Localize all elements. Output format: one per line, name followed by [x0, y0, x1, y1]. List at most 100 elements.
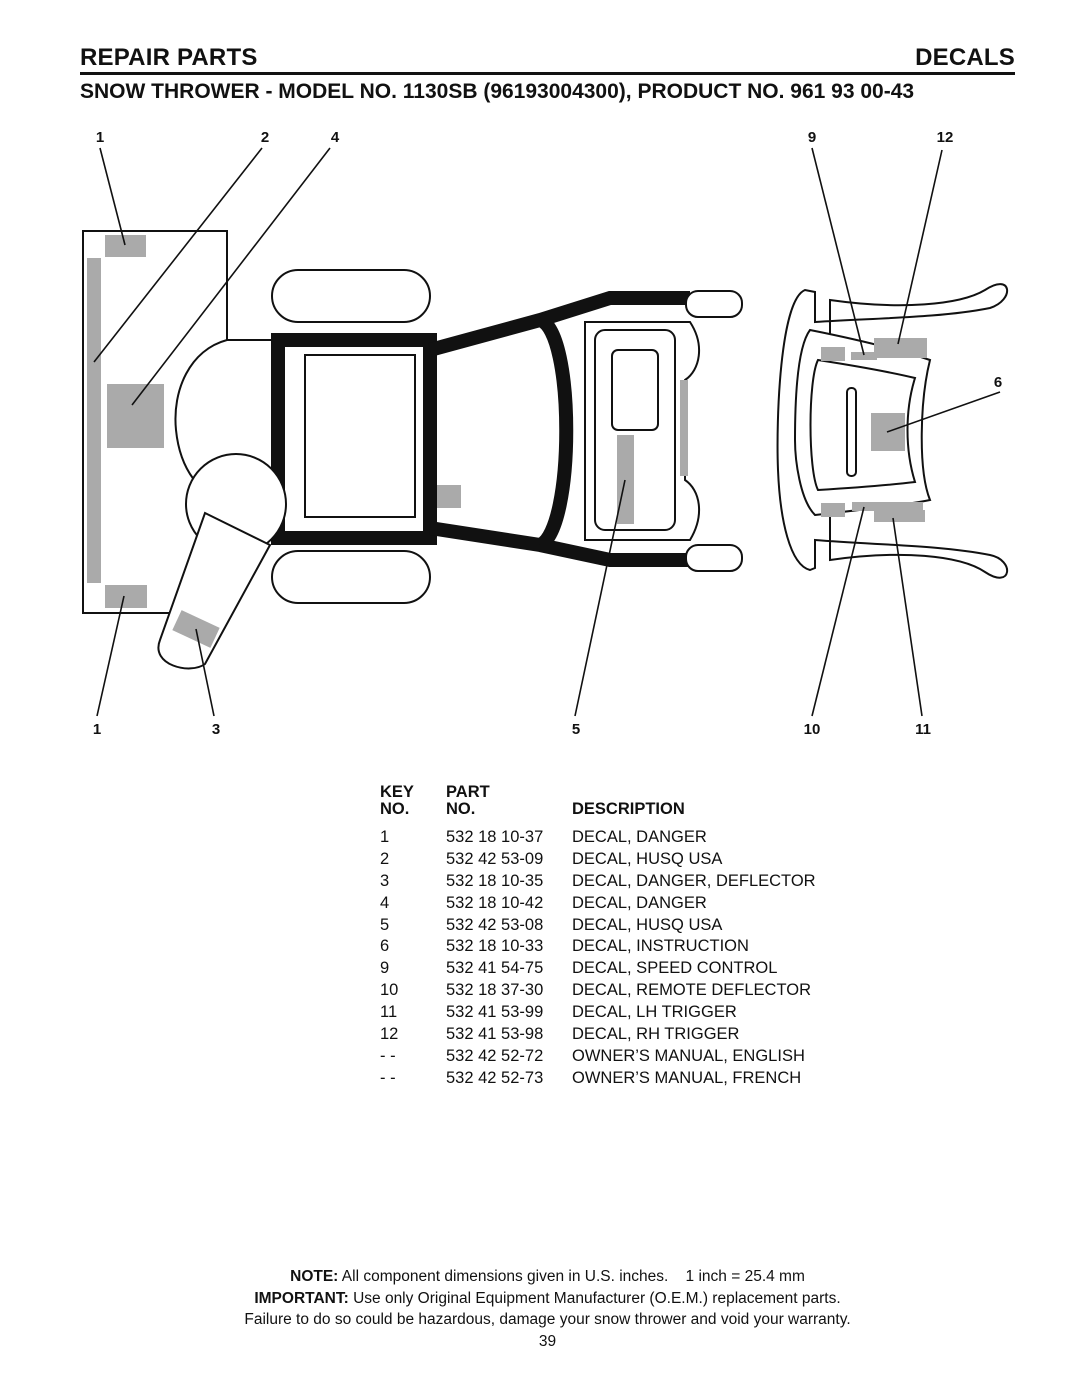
footer-important: IMPORTANT: Use only Original Equipment M… — [0, 1290, 1080, 1308]
callout-6: 6 — [993, 374, 1003, 391]
leader-5 — [574, 479, 626, 717]
decal-1-bottom — [105, 585, 147, 608]
part-header-line1: PART — [446, 783, 490, 801]
page-header-right: DECALS — [915, 44, 1015, 71]
key-cell: 5 — [380, 915, 390, 934]
leader-9 — [811, 147, 865, 356]
rear-left-decal-bottom — [821, 503, 845, 517]
table-row: 6 532 18 10-33 DECAL, INSTRUCTION — [377, 937, 816, 959]
part-cell: 532 42 52-72 — [446, 1046, 544, 1065]
part-cell: 532 42 53-08 — [446, 915, 544, 934]
parts-table-header-row-1: KEY PART — [377, 784, 816, 801]
key-cell: 10 — [380, 981, 399, 1000]
description-cell: DECAL, DANGER, DEFLECTOR — [572, 871, 816, 890]
key-cell: 12 — [380, 1025, 399, 1044]
decal-10 — [852, 502, 923, 511]
key-cell: 1 — [380, 828, 390, 846]
panel-side-decal — [680, 380, 688, 476]
part-cell: 532 42 52-73 — [446, 1068, 544, 1087]
description-cell: DECAL, DANGER — [572, 893, 707, 912]
decal-1-top — [105, 235, 146, 257]
description-cell: DECAL, SPEED CONTROL — [572, 959, 778, 978]
footer-note: NOTE: All component dimensions given in … — [0, 1268, 1080, 1286]
description-header: DESCRIPTION — [572, 800, 685, 818]
table-row: 11 532 41 53-99 DECAL, LH TRIGGER — [377, 1003, 816, 1025]
callout-11: 11 — [915, 721, 931, 738]
chassis-decal — [437, 485, 461, 508]
part-cell: 532 41 53-99 — [446, 1003, 544, 1022]
part-header-line2: NO. — [446, 800, 476, 818]
note-text: All component dimensions given in U.S. i… — [338, 1268, 805, 1285]
description-cell: DECAL, DANGER — [572, 828, 707, 846]
description-cell: DECAL, HUSQ USA — [572, 849, 723, 868]
decal-4 — [107, 384, 164, 448]
description-cell: DECAL, REMOTE DEFLECTOR — [572, 981, 811, 1000]
table-row: 10 532 18 37-30 DECAL, REMOTE DEFLECTOR — [377, 981, 816, 1003]
part-cell: 532 18 37-30 — [446, 981, 544, 1000]
page-header-left: REPAIR PARTS — [80, 44, 258, 71]
description-cell: DECAL, INSTRUCTION — [572, 937, 749, 956]
part-cell: 532 41 54-75 — [446, 959, 544, 978]
decal-12 — [874, 338, 927, 358]
decal-location-diagram — [82, 147, 1008, 717]
callout-3: 3 — [211, 721, 221, 738]
description-cell: DECAL, LH TRIGGER — [572, 1003, 737, 1022]
leader-10 — [811, 506, 865, 717]
decal-9 — [851, 352, 877, 360]
part-cell: 532 18 10-37 — [446, 828, 544, 846]
table-row: 4 532 18 10-42 DECAL, DANGER — [377, 894, 816, 916]
part-cell: 532 18 10-35 — [446, 871, 544, 890]
decal-11 — [874, 510, 925, 522]
bottom-wheel — [271, 550, 431, 604]
callout-2: 2 — [260, 129, 270, 146]
leader-11 — [892, 517, 923, 717]
description-cell: OWNER’S MANUAL, ENGLISH — [572, 1046, 805, 1065]
control-panel-window — [611, 349, 659, 431]
lower-handle — [428, 521, 690, 567]
callout-1-top: 1 — [95, 129, 105, 146]
parts-table-header-row-2: NO. NO. DESCRIPTION — [377, 801, 816, 828]
callout-4: 4 — [330, 129, 340, 146]
header-rule — [80, 72, 1015, 75]
callout-12: 12 — [936, 129, 954, 146]
part-cell: 532 18 10-42 — [446, 893, 544, 912]
leader-4 — [131, 147, 331, 406]
leader-12 — [897, 149, 943, 345]
key-cell: - - — [380, 1046, 396, 1065]
key-cell: 2 — [380, 849, 390, 868]
table-row: 12 532 41 53-98 DECAL, RH TRIGGER — [377, 1025, 816, 1047]
description-header-spacer — [572, 784, 816, 801]
key-header-line2: NO. — [380, 800, 410, 818]
leader-1-top — [99, 147, 126, 246]
leader-6 — [886, 391, 1001, 433]
rear-slot — [846, 387, 857, 477]
footer-warning: Failure to do so could be hazardous, dam… — [244, 1311, 851, 1328]
description-cell: DECAL, RH TRIGGER — [572, 1025, 740, 1044]
part-cell: 532 42 53-09 — [446, 849, 544, 868]
key-header-line1: KEY — [380, 783, 414, 801]
handle-loop — [535, 313, 574, 552]
leader-1-bottom — [96, 595, 125, 717]
key-cell: 3 — [380, 871, 390, 890]
page-subtitle: SNOW THROWER - MODEL NO. 1130SB (9619300… — [80, 80, 915, 103]
callout-1-bottom: 1 — [92, 721, 102, 738]
key-cell: - - — [380, 1068, 396, 1087]
important-label: IMPORTANT: — [254, 1290, 349, 1307]
page-number: 39 — [538, 1333, 557, 1350]
table-row: 3 532 18 10-35 DECAL, DANGER, DEFLECTOR — [377, 872, 816, 894]
callout-10: 10 — [803, 721, 821, 738]
callout-9: 9 — [807, 129, 817, 146]
part-cell: 532 41 53-98 — [446, 1025, 544, 1044]
table-row: 2 532 42 53-09 DECAL, HUSQ USA — [377, 850, 816, 872]
key-cell: 4 — [380, 893, 390, 912]
important-text: Use only Original Equipment Manufacturer… — [348, 1290, 841, 1307]
key-cell: 6 — [380, 937, 390, 956]
chassis-panel — [304, 354, 416, 518]
note-label: NOTE: — [290, 1268, 339, 1285]
part-cell: 532 18 10-33 — [446, 937, 544, 956]
upper-handle — [428, 291, 690, 357]
key-cell: 11 — [380, 1003, 398, 1022]
